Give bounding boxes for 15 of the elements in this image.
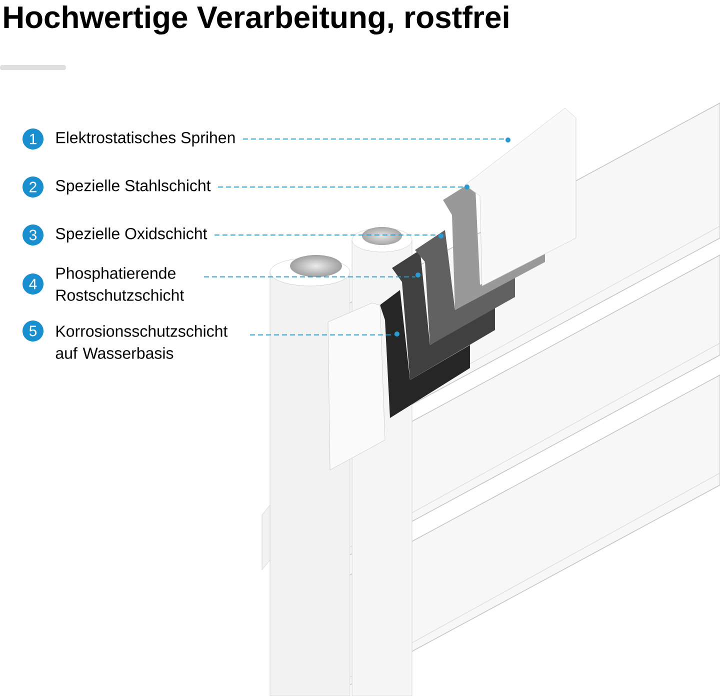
layer-label: Elektrostatisches Sprihen [56,132,235,146]
callout-number: 1 [22,128,44,150]
layer-label: Spezielle Oxidschicht [56,228,208,242]
callout-number: 2 [22,176,44,198]
leader-line [250,334,395,336]
layer-label: Korrosionsschutzschicht auf Wasserbasis [56,325,228,359]
layer-label: Phosphatierende Rostschutzschicht [56,267,184,301]
leader-line [204,276,416,278]
callout-number: 5 [22,320,44,342]
title: Hochwertige Verarbeitung, rostfrei [4,5,508,35]
callout-number: 4 [22,274,44,294]
layer-label: Spezielle Stahlschicht [56,180,211,194]
callout-number: 3 [22,224,44,246]
leader-line [242,138,506,140]
leader-line [218,186,465,188]
